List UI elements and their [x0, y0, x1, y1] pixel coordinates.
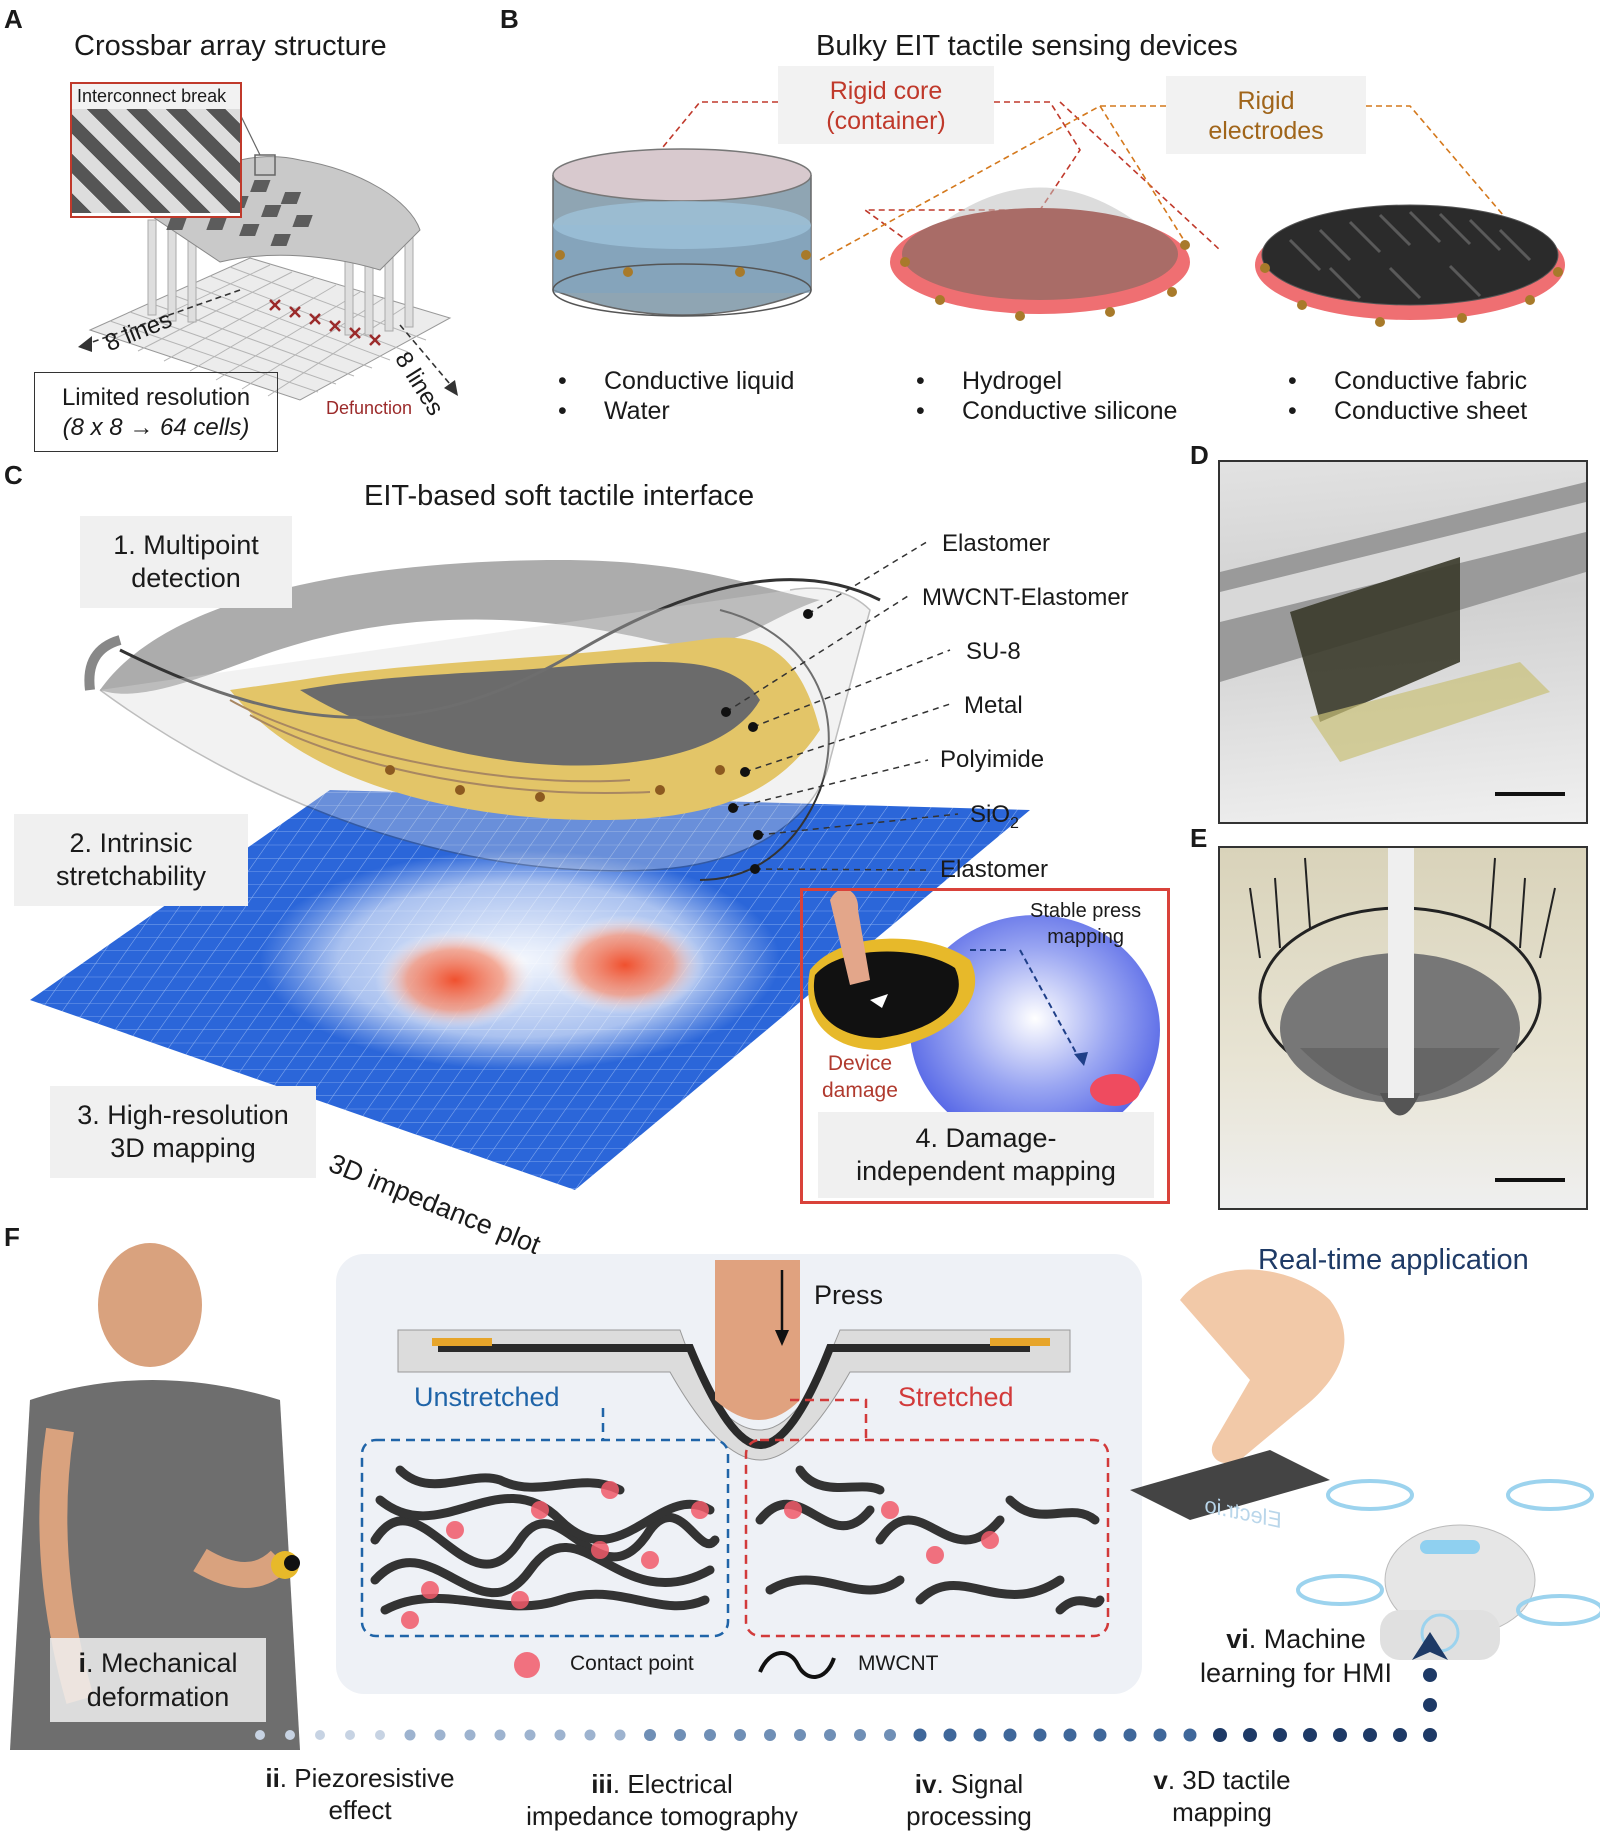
device3-material-1: Conductive fabric — [1334, 367, 1528, 395]
stable-press-label: Stable press mapping — [1030, 900, 1142, 948]
device-fabric-disk — [1255, 204, 1565, 327]
device2-materials: • Hydrogel • Conductive silicone — [916, 366, 1177, 426]
device2-material-1: Hydrogel — [962, 367, 1063, 395]
step5-text: . 3D tactile mapping — [1167, 1765, 1291, 1827]
layer-elastomer-bottom: Elastomer — [940, 856, 1049, 883]
device-damage-label: Device damage — [822, 1052, 898, 1102]
step6-text: . Machine learning for HMI — [1199, 1624, 1393, 1688]
layer-sio2-subscript: 2 — [1010, 814, 1019, 832]
panel-c-title: EIT-based soft tactile interface — [364, 480, 755, 512]
layer-mwcnt-elastomer: MWCNT-Elastomer — [922, 584, 1129, 611]
step-electrical-impedance-tomography: iii. Electrical impedance tomography — [504, 1768, 820, 1832]
step4-text: . Signal processing — [906, 1769, 1032, 1831]
limited-resolution-line2: (8 x 8 → 64 cells) — [62, 414, 250, 441]
limited-resolution-box: Limited resolution (8 x 8 → 64 cells) — [34, 372, 278, 452]
realtime-application-title: Real-time application — [1258, 1244, 1529, 1276]
step2-number: ii — [265, 1763, 280, 1793]
step1-number: i — [78, 1648, 86, 1678]
panel-b-title: Bulky EIT tactile sensing devices — [816, 30, 1238, 62]
device1-bullet-1: • — [558, 367, 567, 395]
step1-text: . Mechanical deformation — [85, 1648, 238, 1712]
legend-contact-point: Contact point — [570, 1652, 694, 1675]
panel-label-f: F — [4, 1222, 20, 1252]
legend-mwcnt: MWCNT — [858, 1652, 939, 1675]
rigid-core-label: Rigid core (container) — [778, 66, 994, 144]
layer-sio2: SiO2 — [970, 801, 1019, 833]
defunction-crosses — [269, 299, 381, 346]
layer-elastomer-top: Elastomer — [942, 530, 1051, 557]
step3-text: . Electrical impedance tomography — [526, 1769, 798, 1831]
step-3d-tactile-mapping: v. 3D tactile mapping — [1114, 1764, 1330, 1828]
panel-label-a: A — [4, 4, 23, 34]
device3-bullet-1: • — [1288, 367, 1297, 395]
mechanism-panel — [336, 1254, 1142, 1694]
limited-resolution-line1: Limited resolution — [61, 384, 251, 411]
layer-polyimide: Polyimide — [940, 746, 1045, 773]
panel-label-e: E — [1190, 823, 1208, 853]
photo-e-graphic — [1249, 848, 1565, 1182]
interconnect-break-label: Interconnect break — [72, 84, 240, 109]
device3-materials: • Conductive fabric • Conductive sheet — [1288, 366, 1527, 426]
impedance-plot-label: 3D impedance plot — [324, 1148, 545, 1261]
device1-material-2: Water — [604, 397, 670, 425]
photo-device-on-rod — [1218, 460, 1588, 824]
panel-label-c: C — [4, 460, 23, 490]
panel-a-title: Crossbar array structure — [74, 30, 387, 62]
rigid-electrodes-label: Rigid electrodes — [1166, 76, 1366, 154]
layer-su8: SU-8 — [966, 638, 1021, 665]
device2-bullet-1: • — [916, 367, 925, 395]
photo-device-indented — [1218, 846, 1588, 1210]
panel-label-b: B — [500, 4, 519, 34]
interconnect-break-inset: Interconnect break — [70, 82, 242, 218]
device3-bullet-2: • — [1288, 397, 1297, 425]
device1-bullet-2: • — [558, 397, 567, 425]
device1-material-1: Conductive liquid — [604, 367, 795, 395]
step6-number: vi — [1226, 1624, 1249, 1654]
feature-damage-independent-mapping: 4. Damage- independent mapping — [818, 1112, 1154, 1198]
feature-high-resolution-mapping: 3. High-resolution 3D mapping — [50, 1086, 316, 1178]
scale-bar-e — [1495, 1178, 1565, 1182]
device2-material-2: Conductive silicone — [962, 397, 1178, 425]
step3-number: iii — [591, 1769, 613, 1799]
press-label: Press — [814, 1280, 884, 1310]
step4-number: iv — [914, 1769, 937, 1799]
layer-dots — [721, 609, 813, 874]
step-mechanical-deformation: i. Mechanical deformation — [50, 1638, 266, 1722]
step2-text: . Piezoresistive effect — [279, 1763, 455, 1825]
unstretched-label: Unstretched — [414, 1382, 560, 1412]
interconnect-break-image — [72, 109, 240, 213]
device1-materials: • Conductive liquid • Water — [558, 366, 794, 426]
hand-and-pad — [1130, 1269, 1345, 1520]
photo-d-graphic — [1220, 482, 1586, 796]
drone-brand-text: Electr.io — [1202, 1492, 1285, 1533]
crossbar-pillars — [147, 219, 414, 336]
device3-material-2: Conductive sheet — [1334, 397, 1528, 425]
device-water-container — [552, 148, 812, 317]
lines-left-label: 8 lines — [101, 306, 176, 358]
step-machine-learning: vi. Machine learning for HMI — [1166, 1622, 1426, 1690]
device-hydrogel-dome — [890, 187, 1190, 321]
scale-bar-d — [1495, 792, 1565, 796]
step5-number: v — [1153, 1765, 1168, 1795]
layer-sio2-base: SiO — [970, 801, 1011, 828]
damage-independent-inset — [800, 888, 1170, 1204]
panel-label-d: D — [1190, 440, 1209, 470]
feature-intrinsic-stretchability: 2. Intrinsic stretchability — [14, 814, 248, 906]
layer-metal: Metal — [964, 692, 1023, 719]
defunction-label: Defunction — [326, 398, 413, 418]
step-piezoresistive-effect: ii. Piezoresistive effect — [244, 1762, 476, 1826]
step-signal-processing: iv. Signal processing — [874, 1768, 1064, 1832]
feature-multipoint-detection: 1. Multipoint detection — [80, 516, 292, 608]
device2-bullet-2: • — [916, 397, 925, 425]
stretched-label: Stretched — [898, 1382, 1014, 1412]
